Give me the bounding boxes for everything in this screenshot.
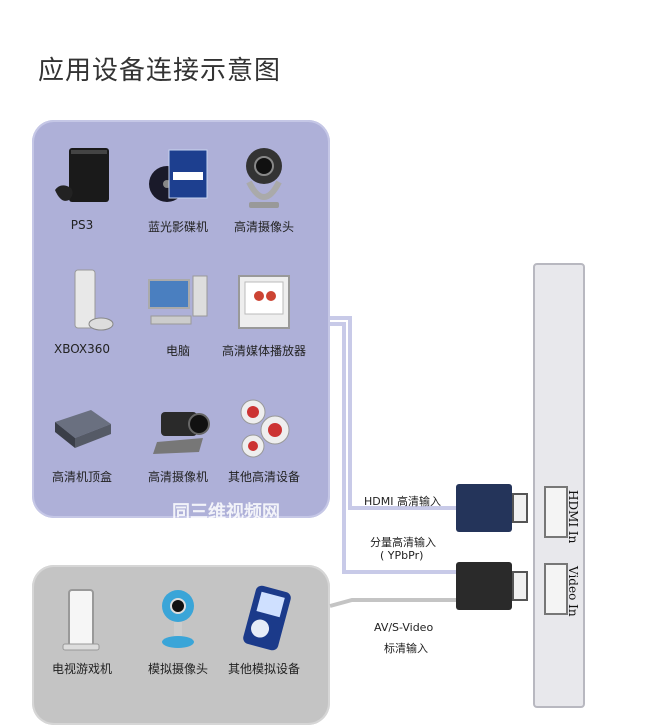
device-bluray: 蓝光影碟机 xyxy=(128,142,228,235)
device-label: 蓝光影碟机 xyxy=(147,220,208,234)
wii-console-icon xyxy=(47,584,117,654)
set-top-box-icon xyxy=(47,392,117,462)
device-media-player: 高清媒体播放器 xyxy=(214,266,314,359)
device-xbox360: XBOX360 xyxy=(32,266,132,356)
device-other-analog: 其他模拟设备 xyxy=(214,584,314,677)
tv-input-panel xyxy=(533,263,585,708)
component-input-sublabel: ( YPbPr) xyxy=(380,549,424,562)
ipod-device-icon xyxy=(229,584,299,654)
component-cable xyxy=(330,322,460,574)
device-computer: 电脑 xyxy=(128,266,228,359)
video-plug-tip xyxy=(512,571,528,601)
device-label: 高清机顶盒 xyxy=(51,470,112,484)
hdmi-plug xyxy=(456,484,512,532)
device-label: 电视游戏机 xyxy=(51,662,112,676)
device-set-top-box: 高清机顶盒 xyxy=(32,392,132,485)
other-hd-device-icon xyxy=(229,392,299,462)
hdmi-cable xyxy=(330,316,460,510)
device-label: PS3 xyxy=(70,218,94,232)
device-hd-webcam: 高清摄像头 xyxy=(214,142,314,235)
diagram-title: 应用设备连接示意图 xyxy=(38,56,282,86)
desktop-computer-icon xyxy=(143,266,213,336)
video-in-label: Video In xyxy=(566,566,580,617)
device-label: 高清摄像机 xyxy=(147,470,208,484)
device-label: 其他模拟设备 xyxy=(227,662,300,676)
device-hd-camcorder: 高清摄像机 xyxy=(128,392,228,485)
hdmi-input-label: HDMI 高清输入 xyxy=(364,495,441,508)
video-in-port xyxy=(544,563,568,615)
watermark-text: 同三维视频网 xyxy=(172,502,280,523)
device-ps3: PS3 xyxy=(32,142,132,232)
device-label: 其他高清设备 xyxy=(227,470,300,484)
component-input-label: 分量高清输入 xyxy=(370,536,436,549)
av-cable xyxy=(329,598,460,608)
device-analog-webcam: 模拟摄像头 xyxy=(128,584,228,677)
av-input-sublabel: 标清输入 xyxy=(384,642,428,655)
device-other-hd: 其他高清设备 xyxy=(214,392,314,485)
hdmi-plug-tip xyxy=(512,493,528,523)
device-label: 高清媒体播放器 xyxy=(221,344,306,358)
device-game-console: 电视游戏机 xyxy=(32,584,132,677)
device-label: 模拟摄像头 xyxy=(147,662,208,676)
watermark: 同三维视频网 tswvideo.com xyxy=(172,498,280,540)
av-input-label: AV/S-Video xyxy=(374,621,434,634)
ps3-console-icon xyxy=(47,142,117,212)
watermark-url: tswvideo.com xyxy=(172,524,269,540)
xbox360-console-icon xyxy=(47,266,117,336)
device-label: 高清摄像头 xyxy=(233,220,294,234)
device-label: 电脑 xyxy=(165,344,190,358)
cable-lines xyxy=(329,316,460,608)
bluray-disc-icon xyxy=(143,142,213,212)
hd-webcam-icon xyxy=(229,142,299,212)
hd-camcorder-icon xyxy=(143,392,213,462)
media-player-icon xyxy=(229,266,299,336)
video-plug xyxy=(456,562,512,610)
hdmi-in-label: HDMI In xyxy=(566,490,580,544)
device-label: XBOX360 xyxy=(53,342,111,356)
analog-webcam-icon xyxy=(143,584,213,654)
hdmi-in-port xyxy=(544,486,568,538)
